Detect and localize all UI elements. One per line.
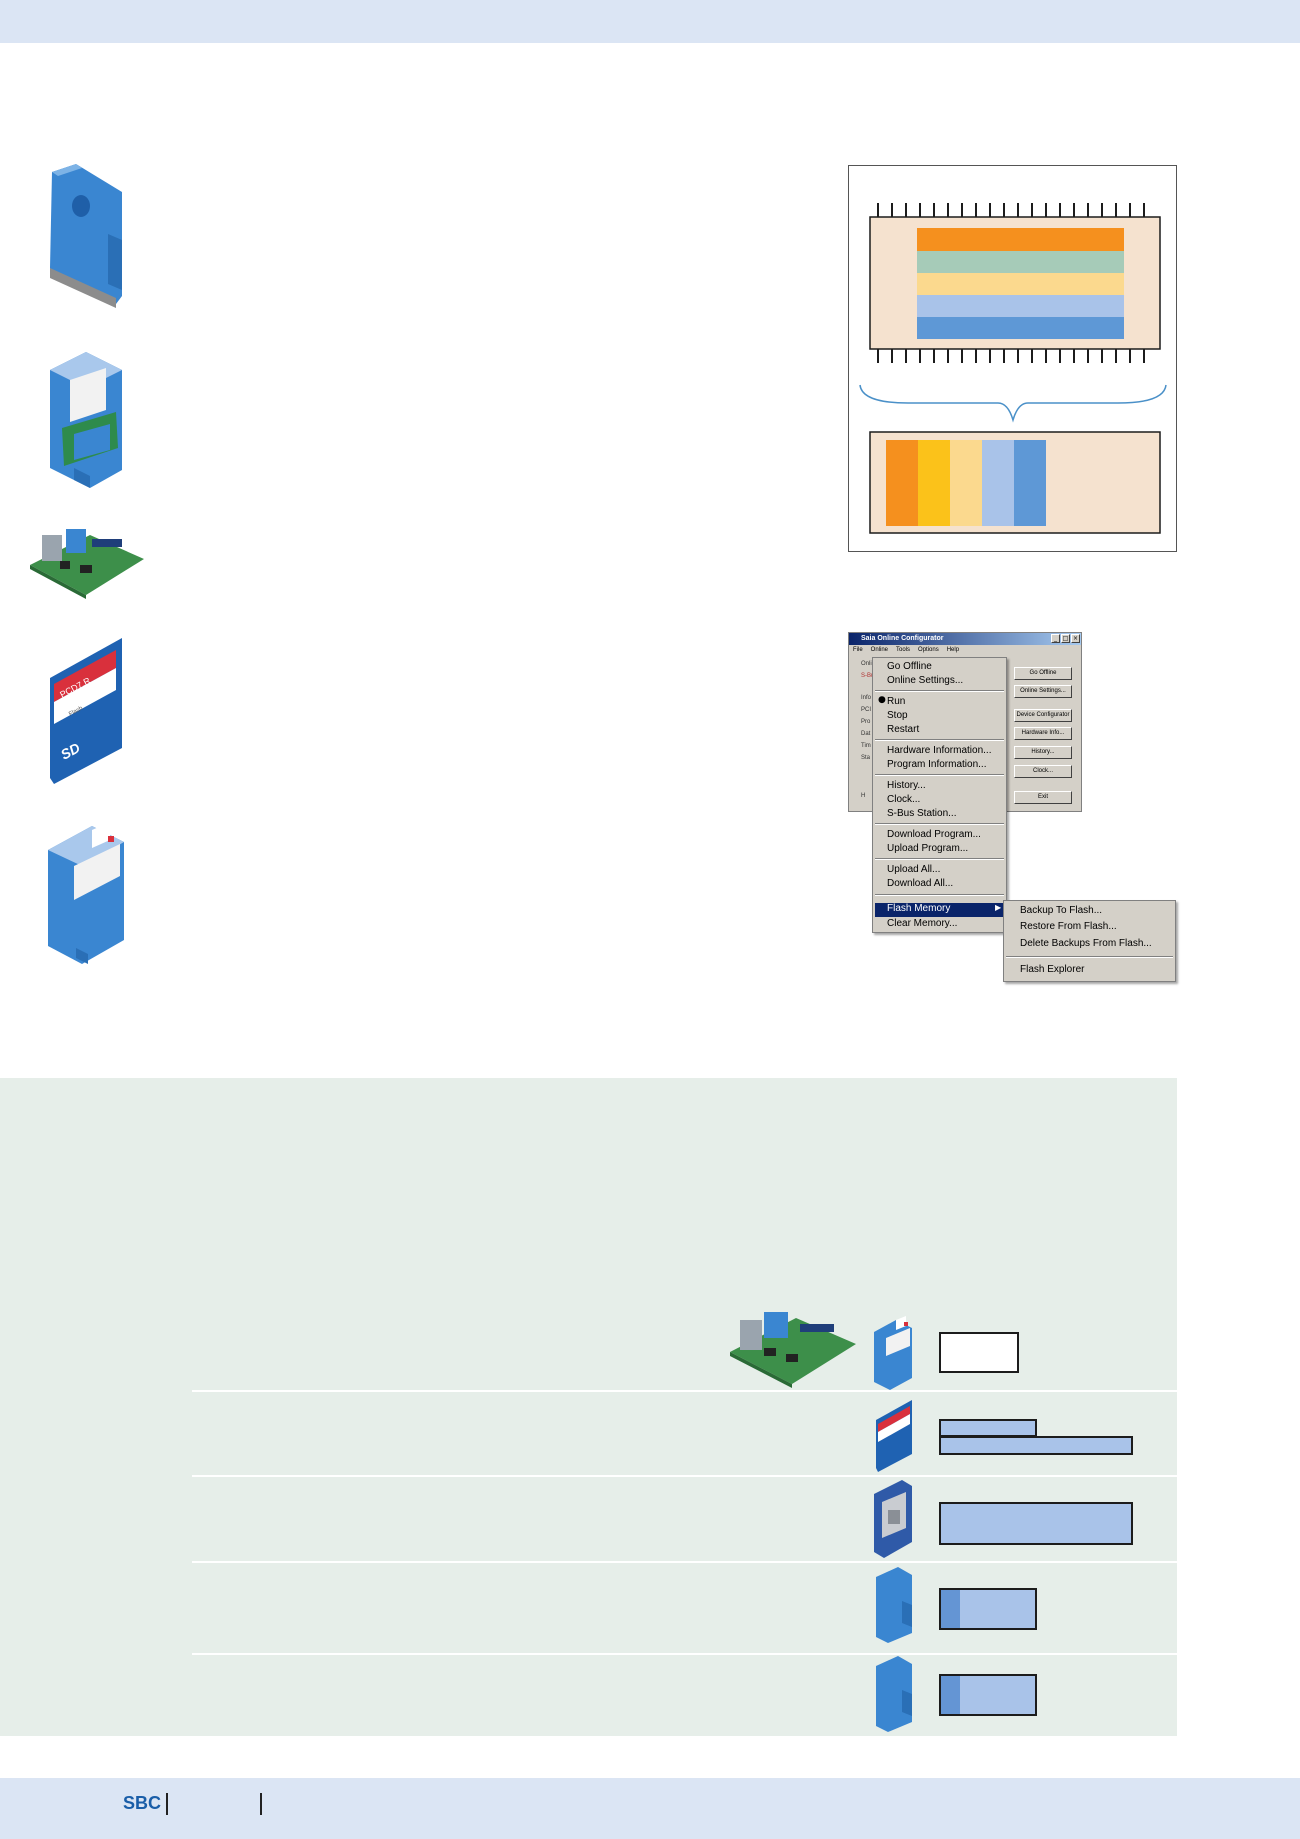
menu-separator bbox=[875, 739, 1004, 741]
row-separator bbox=[192, 1653, 1177, 1655]
pcb-board-image bbox=[730, 1312, 856, 1388]
history-button[interactable]: History... bbox=[1014, 746, 1072, 759]
menu-item-download-program[interactable]: Download Program... bbox=[887, 829, 981, 840]
flash-module-icon bbox=[876, 1567, 912, 1643]
group-label: Info bbox=[861, 695, 872, 701]
menu-item-upload-all[interactable]: Upload All... bbox=[887, 864, 941, 875]
menu-separator bbox=[875, 823, 1004, 825]
field-label: Sta bbox=[861, 755, 871, 761]
capacity-bar bbox=[939, 1332, 1019, 1373]
check-bullet-icon: ● bbox=[878, 695, 886, 705]
sd-card-module-icon bbox=[876, 1400, 912, 1472]
plug-in-module-image bbox=[50, 352, 122, 488]
header-band bbox=[0, 0, 1300, 43]
capacity-bar bbox=[939, 1588, 1037, 1630]
micro-sd-module-icon bbox=[874, 1480, 912, 1558]
menu-item-program-information[interactable]: Program Information... bbox=[887, 759, 987, 770]
menu-separator bbox=[875, 858, 1004, 860]
submenu-item-backup-to-flash[interactable]: Backup To Flash... bbox=[1020, 905, 1103, 916]
menu-item-go-offline[interactable]: Go Offline bbox=[887, 661, 932, 672]
window-menubar: File Online Tools Options Help bbox=[849, 645, 1081, 655]
capacity-bar bbox=[939, 1502, 1133, 1545]
field-label: H bbox=[861, 793, 866, 799]
menu-item-clear-memory[interactable]: Clear Memory... bbox=[887, 918, 958, 929]
menu-item-flash-memory[interactable]: Flash Memory bbox=[887, 903, 951, 914]
submenu-item-flash-explorer[interactable]: Flash Explorer bbox=[1020, 964, 1085, 975]
menu-item-stop[interactable]: Stop bbox=[887, 710, 908, 721]
footer-separator bbox=[260, 1793, 262, 1815]
footer-separator bbox=[166, 1793, 168, 1815]
online-context-menu: Go Offline Online Settings... ● Run Stop… bbox=[872, 657, 1007, 933]
online-settings-button[interactable]: Online Settings... bbox=[1014, 685, 1072, 698]
footer-band bbox=[0, 1778, 1300, 1839]
sd-card-module-image: PCD7.R Flash SD bbox=[50, 638, 122, 784]
window-title: Saia Online Configurator bbox=[849, 633, 1081, 645]
menu-separator bbox=[875, 690, 1004, 692]
field-label: Dat bbox=[861, 731, 871, 737]
submenu-item-restore-from-flash[interactable]: Restore From Flash... bbox=[1020, 921, 1117, 932]
pcb-board-image bbox=[30, 529, 144, 599]
capacity-bar bbox=[939, 1419, 1037, 1437]
menu-online[interactable]: Online bbox=[870, 647, 889, 653]
go-offline-button[interactable]: Go Offline bbox=[1014, 667, 1072, 680]
memory-box-module-icon bbox=[874, 1316, 912, 1390]
clock-button[interactable]: Clock... bbox=[1014, 765, 1072, 778]
menu-options[interactable]: Options bbox=[918, 647, 939, 653]
comparison-panel bbox=[0, 1078, 1177, 1736]
capacity-bar bbox=[939, 1674, 1037, 1716]
menu-item-restart[interactable]: Restart bbox=[887, 724, 920, 735]
flash-module-icon bbox=[876, 1656, 912, 1732]
menu-item-clock[interactable]: Clock... bbox=[887, 794, 921, 805]
menu-highlight bbox=[875, 903, 1004, 917]
memory-box-module-image bbox=[48, 822, 124, 964]
field-label: Pro bbox=[861, 719, 871, 725]
row-separator bbox=[192, 1561, 1177, 1563]
memory-module-image bbox=[50, 164, 122, 308]
field-label: Tim bbox=[861, 743, 871, 749]
menu-separator bbox=[875, 774, 1004, 776]
hardware-info-button[interactable]: Hardware Info... bbox=[1014, 727, 1072, 740]
minimize-icon[interactable]: _ bbox=[1051, 634, 1060, 643]
group-label: S-Bu bbox=[861, 673, 875, 679]
exit-button[interactable]: Exit bbox=[1014, 791, 1072, 804]
menu-separator bbox=[875, 894, 1004, 896]
menu-item-download-all[interactable]: Download All... bbox=[887, 878, 954, 889]
capacity-bar bbox=[939, 1436, 1133, 1455]
field-label: PCI bbox=[861, 707, 872, 713]
menu-tools[interactable]: Tools bbox=[896, 647, 911, 653]
menu-item-online-settings[interactable]: Online Settings... bbox=[887, 675, 964, 686]
memory-diagram-drawing bbox=[859, 203, 1167, 534]
device-configurator-button[interactable]: Device Configurator bbox=[1014, 709, 1072, 722]
menu-separator bbox=[1006, 956, 1173, 958]
submenu-item-delete-backups[interactable]: Delete Backups From Flash... bbox=[1020, 938, 1152, 949]
menu-help[interactable]: Help bbox=[946, 647, 960, 653]
flash-memory-submenu: Backup To Flash... Restore From Flash...… bbox=[1003, 900, 1176, 982]
menu-file[interactable]: File bbox=[853, 647, 863, 653]
submenu-arrow-icon: ▶ bbox=[995, 903, 1002, 912]
menu-item-s-bus-station[interactable]: S-Bus Station... bbox=[887, 808, 957, 819]
menu-item-hardware-information[interactable]: Hardware Information... bbox=[887, 745, 992, 756]
row-separator bbox=[192, 1390, 1177, 1392]
footer-brand: SBC bbox=[123, 1793, 162, 1813]
group-label: Onli bbox=[861, 661, 872, 667]
close-icon[interactable]: × bbox=[1071, 634, 1080, 643]
menu-item-run[interactable]: Run bbox=[887, 696, 906, 707]
menu-item-upload-program[interactable]: Upload Program... bbox=[887, 843, 969, 854]
maximize-icon[interactable]: □ bbox=[1061, 634, 1070, 643]
row-separator bbox=[192, 1475, 1177, 1477]
menu-item-history[interactable]: History... bbox=[887, 780, 926, 791]
